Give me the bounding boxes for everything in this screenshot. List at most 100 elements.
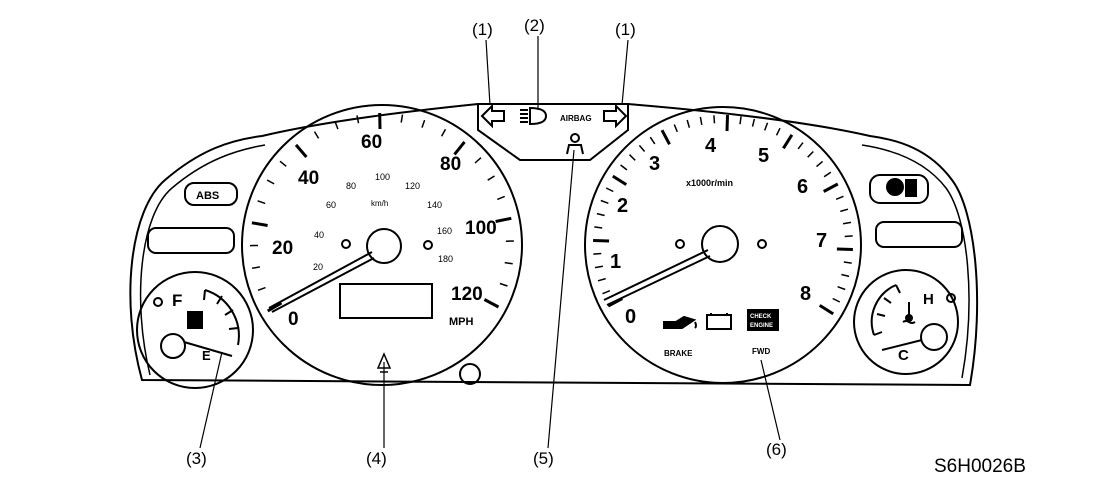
speed-kmh-180: 180 [438,254,453,264]
battery-icon [706,313,732,330]
tachometer-tick [842,221,852,225]
speedometer-dial [241,104,523,386]
speed-mph-120: 120 [451,284,483,305]
speed-kmh-80: 80 [346,181,356,191]
callout-1-left: (1) [472,20,493,39]
oil-pressure-icon [663,315,697,329]
speedometer-screw-right [423,240,433,250]
tachometer-tick [775,127,781,136]
tacho-label-3: 3 [649,153,660,175]
tachometer-hub [701,225,739,263]
right-turn-arrow-icon [603,103,628,129]
fwd-indicator-label: FWD [752,347,770,356]
tacho-label-4: 4 [705,135,717,157]
tachometer-tick [600,199,609,205]
tachometer-tick [841,273,850,278]
fuel-gauge-screw [153,297,163,307]
callout-2: (2) [524,16,545,35]
cruise-indicator [869,174,929,204]
tacho-label-6: 6 [797,176,808,198]
tacho-label-1: 1 [610,251,621,273]
temperature-gauge-dial [853,269,959,375]
leader-6 [760,359,781,441]
tachometer-ticks [593,115,853,316]
fuel-gauge-empty: E [202,348,211,363]
tachometer-tick [605,187,614,193]
odometer-display [339,283,433,319]
speed-kmh-60: 60 [326,200,336,210]
left-turn-arrow-icon [480,103,505,129]
speedometer-tick [313,131,320,139]
check-engine-label-top: CHECK [750,314,772,320]
callout-5: (5) [533,449,554,468]
speedometer-tick [474,157,482,164]
callout-3: (3) [186,449,207,468]
speed-kmh-100: 100 [375,172,390,182]
warning-light-panel [477,103,629,161]
tachometer-screw-right [757,239,767,249]
tachometer-tick [763,122,769,131]
tachometer-tick [596,212,605,217]
temperature-gauge-hot: H [923,291,934,308]
speedometer-tick [294,143,308,158]
tachometer-tick [844,235,853,238]
speed-mph-40: 40 [298,168,319,189]
tachometer-tick [620,164,628,171]
tachometer-tick [725,115,729,132]
speedometer-ticks [249,112,514,313]
tachometer-tick [840,208,849,213]
speedometer: km/h MPH 0 20 40 60 80 100 120 20 40 60 … [241,104,523,386]
fuel-gauge-scale [204,289,240,346]
tachometer-tick [660,129,671,146]
speedometer-needle [268,251,375,313]
tachometer-tick [782,134,794,150]
fuel-gauge-hub [160,333,186,359]
tachometer-tick [638,144,646,152]
leader-5 [547,149,575,449]
tachometer-tick [673,124,678,133]
tachometer-tick [602,290,611,295]
tachometer-tick [594,265,604,269]
tachometer-tick [713,115,716,124]
speedometer-tick [334,121,339,130]
speedometer-screw-left [341,239,351,249]
tachometer-tick [751,118,756,127]
speed-mph-0: 0 [288,309,299,330]
tachometer-tick [699,116,703,126]
speedometer-tick [257,200,266,205]
speedometer-tick [499,282,508,287]
speedometer-tick [257,286,266,292]
speed-mph-60: 60 [361,132,382,153]
tachometer-tick [836,247,853,251]
speed-kmh-160: 160 [437,226,452,236]
fuel-gauge: F E [136,271,254,389]
speedometer-tick [483,298,500,309]
abs-indicator-label: ABS [196,190,219,202]
speedometer-tick [504,261,513,265]
tachometer-tick [797,142,804,150]
tacho-label-7: 7 [816,230,827,252]
figure-code: S6H0026B [934,456,1026,477]
callout-1-right: (1) [615,20,636,39]
tachometer-needle [603,249,711,306]
fuel-pump-icon [187,311,203,329]
speedometer-tick [440,128,447,137]
speedometer-tick [497,195,505,201]
tachometer-tick [822,182,839,193]
tachometer: x1000r/min 0 1 2 3 4 5 6 7 8 CHECK ENGIN… [584,106,862,384]
speedometer-unit-mph: MPH [449,316,474,328]
speedometer-tick [421,119,426,128]
brake-indicator-label: BRAKE [664,349,693,358]
tachometer-tick [835,195,844,200]
speed-mph-80: 80 [440,154,461,175]
speedometer-tick [251,266,261,270]
blank-warning-light-right [875,221,963,248]
tacho-label-0: 0 [625,306,636,328]
cruise-indicator-icon [886,178,917,197]
fuel-gauge-full: F [172,291,182,310]
tachometer-tick [823,171,832,178]
speed-mph-100: 100 [465,218,497,239]
tachometer-tick [739,116,742,125]
temperature-gauge-screw [946,293,956,303]
